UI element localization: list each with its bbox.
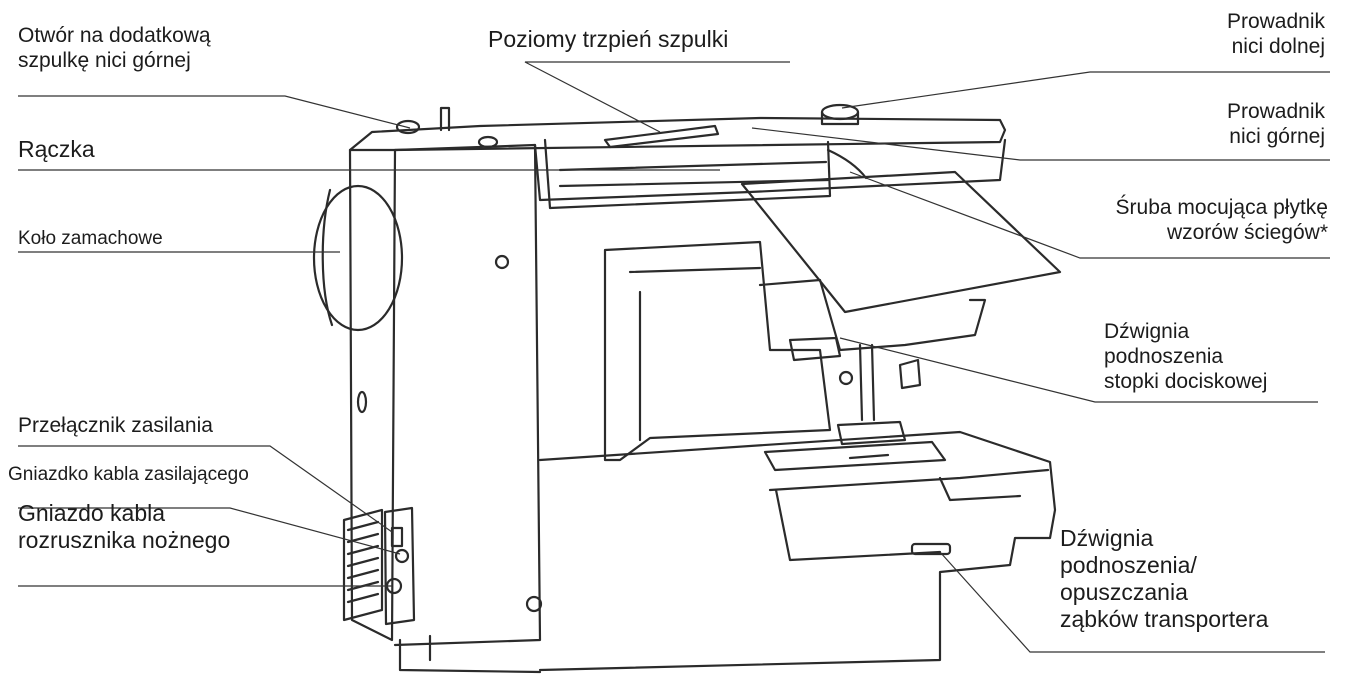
bed-front [768, 468, 1050, 562]
label-foot-controller-socket: Gniazdo kabla rozrusznika nożnego [18, 500, 231, 554]
sewing-machine-drawing [312, 103, 1062, 674]
pattern-plate-shape [740, 170, 1062, 314]
leader-lower-thread-guide [841, 71, 1330, 109]
label-power-cord-socket: Gniazdko kabla zasilającego [8, 464, 249, 485]
leader-horizontal-spool-pin [524, 61, 790, 133]
face-screw-top [494, 254, 510, 270]
vent-grille [342, 508, 384, 622]
power-switch-shape [390, 526, 404, 548]
leader-presser-foot-lever [839, 337, 1318, 403]
leader-power-switch [18, 445, 393, 533]
horizontal-spool-pin-shape [603, 124, 720, 149]
leader-power-cord-socket [18, 507, 401, 555]
thumb-screw [838, 370, 854, 386]
machine-left-body [348, 148, 397, 642]
lower-thread-guide-shape [820, 103, 860, 121]
label-handwheel: Koło zamachowe [18, 228, 163, 249]
label-pattern-plate-screw: Śruba mocująca płytkę wzorów ściegów* [1115, 196, 1328, 244]
lower-thread-guide-post [820, 110, 860, 126]
presser-foot-shape [836, 420, 907, 446]
thread-take-up [898, 358, 922, 390]
leader-lines [18, 61, 1330, 653]
label-feed-dog-lever: Dźwignia podnoszenia/ opuszczania ząbków… [1060, 525, 1269, 633]
machine-arm-opening [603, 240, 832, 462]
label-upper-thread-guide: Prowadnik nici górnej [1226, 100, 1325, 148]
extra-spool-hole-shape [395, 119, 421, 135]
label-lower-thread-guide: Prowadnik nici dolnej [1226, 10, 1325, 58]
power-socket-shape [394, 548, 410, 564]
label-presser-foot-lever: Dźwignia podnoszenia stopki dociskowej [1104, 320, 1268, 393]
pattern-plate-screw-shape [826, 148, 868, 180]
leader-feed-dog-lever [939, 551, 1325, 653]
label-power-switch: Przełącznik zasilania [18, 414, 213, 437]
handwheel-rim [321, 188, 334, 327]
machine-arm [533, 138, 1007, 202]
leader-extra-spool-hole [18, 95, 411, 129]
needle-plate [763, 440, 947, 472]
machine-head [758, 278, 987, 352]
socket-panel [383, 506, 416, 626]
vertical-spool-pin [439, 106, 451, 132]
label-horizontal-spool-pin: Poziomy trzpień szpulki [488, 26, 729, 52]
machine-arm-inner [628, 266, 762, 442]
label-extra-spool-hole: Otwór na dodatkową szpulkę nici górnej [18, 24, 211, 72]
handwheel-shape [312, 184, 404, 332]
machine-bed [538, 430, 1057, 672]
needle-bar [858, 343, 876, 422]
face-screw-bottom [525, 595, 543, 613]
machine-base [398, 634, 542, 674]
machine-top [348, 116, 1007, 152]
label-handle: Rączka [18, 136, 95, 162]
leader-pattern-plate-screw [849, 171, 1330, 259]
feed-dog-lever-shape [910, 542, 952, 556]
machine-left-face [393, 143, 542, 647]
presser-foot-lever-shape [788, 336, 842, 362]
side-hole [356, 390, 368, 414]
leader-upper-thread-guide [751, 127, 1330, 161]
